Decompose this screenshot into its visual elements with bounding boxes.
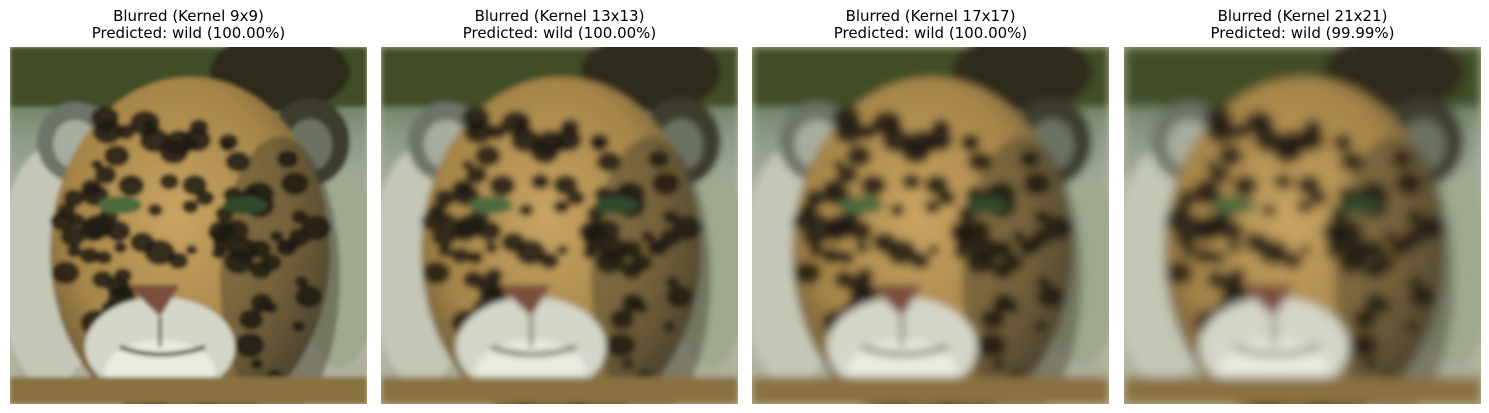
panel-title: Blurred (Kernel 21x21)Predicted: wild (9… bbox=[1104, 8, 1489, 42]
panel-title: Blurred (Kernel 17x17)Predicted: wild (1… bbox=[732, 8, 1129, 42]
blurred-jaguar-image bbox=[381, 47, 738, 404]
panel-title-kernel: Blurred (Kernel 9x9) bbox=[113, 7, 264, 25]
blurred-jaguar-image bbox=[10, 47, 367, 404]
image-panel-1: Blurred (Kernel 9x9)Predicted: wild (100… bbox=[10, 0, 367, 413]
panel-title: Blurred (Kernel 13x13)Predicted: wild (1… bbox=[361, 8, 758, 42]
panel-title-prediction: Predicted: wild (100.00%) bbox=[462, 24, 657, 42]
panel-title-prediction: Predicted: wild (100.00%) bbox=[833, 24, 1028, 42]
panel-title-kernel: Blurred (Kernel 13x13) bbox=[474, 7, 645, 25]
panel-title-kernel: Blurred (Kernel 21x21) bbox=[1217, 7, 1388, 25]
image-panel-4: Blurred (Kernel 21x21)Predicted: wild (9… bbox=[1124, 0, 1481, 413]
image-panel-3: Blurred (Kernel 17x17)Predicted: wild (1… bbox=[752, 0, 1109, 413]
panel-title-prediction: Predicted: wild (100.00%) bbox=[91, 24, 286, 42]
blurred-jaguar-image bbox=[1124, 47, 1481, 404]
panel-title: Blurred (Kernel 9x9)Predicted: wild (100… bbox=[0, 8, 387, 42]
panel-title-kernel: Blurred (Kernel 17x17) bbox=[845, 7, 1016, 25]
panel-title-prediction: Predicted: wild (99.99%) bbox=[1210, 24, 1395, 42]
blurred-jaguar-image bbox=[752, 47, 1109, 404]
image-panel-2: Blurred (Kernel 13x13)Predicted: wild (1… bbox=[381, 0, 738, 413]
